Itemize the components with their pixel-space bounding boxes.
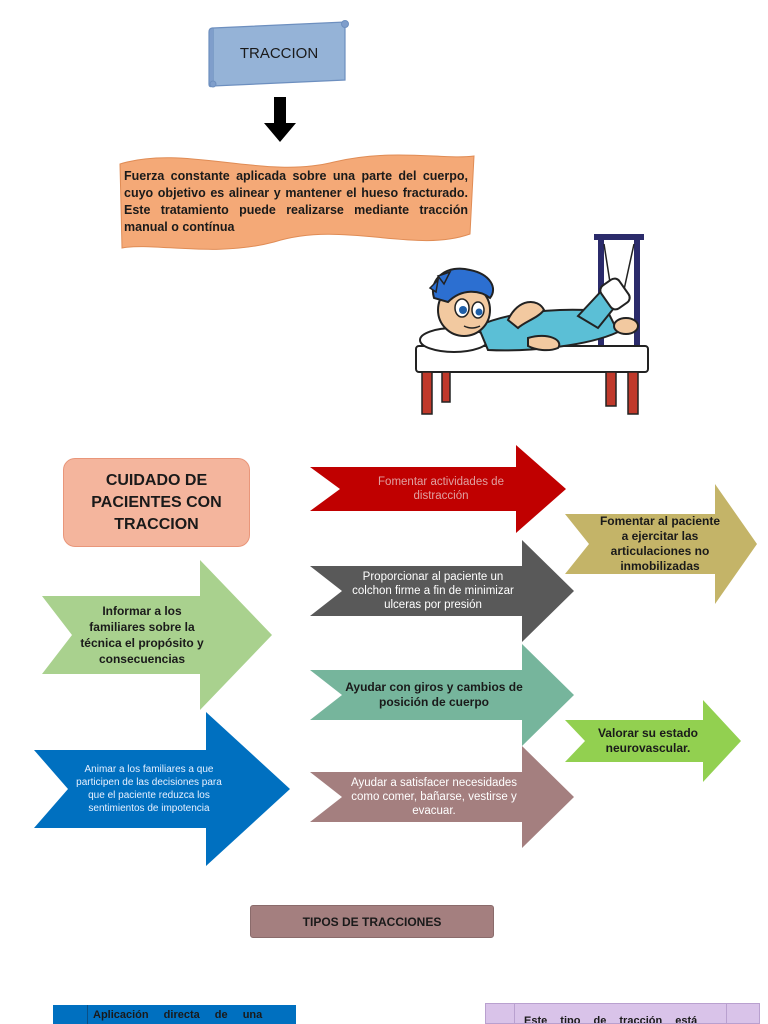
cuidado-line-2: PACIENTES CON <box>91 493 222 511</box>
cuidado-box: CUIDADO DE PACIENTES CON TRACCION <box>63 458 250 547</box>
bottom-right-box: Este tipo de tracción está <box>485 1003 760 1024</box>
arrow-fomentar-articulaciones: Fomentar al paciente a ejercitar las art… <box>565 484 757 604</box>
arrow-ayudar-necesidades-label: Ayudar a satisfacer necesidades como com… <box>351 777 517 817</box>
arrow-informar: Informar a los familiares sobre la técni… <box>42 560 272 710</box>
patient-traction-illustration <box>415 234 649 415</box>
arrow-proporcionar-colchon: Proporcionar al paciente un colchon firm… <box>310 540 574 642</box>
cuidado-line-3: TRACCION <box>114 515 199 533</box>
arrow-ayudar-necesidades: Ayudar a satisfacer necesidades como com… <box>310 746 574 848</box>
arrow-fomentar-articulaciones-label: Fomentar al paciente a ejercitar las art… <box>599 514 721 573</box>
arrow-animar-label: Animar a los familiares a que participen… <box>76 764 222 814</box>
arrow-ayudar-giros: Ayudar con giros y cambios de posición d… <box>310 644 574 746</box>
bottom-left-box: Aplicación directa de una <box>53 1005 296 1024</box>
title-scroll: TRACCION <box>205 18 353 88</box>
down-arrow-icon <box>264 97 296 142</box>
arrow-ayudar-giros-label: Ayudar con giros y cambios de posición d… <box>345 680 523 709</box>
arrow-fomentar-distraccion-label: Fomentar actividades de distracción <box>378 476 504 502</box>
arrow-informar-label: Informar a los familiares sobre la técni… <box>80 604 204 666</box>
arrow-proporcionar-colchon-label: Proporcionar al paciente un colchon firm… <box>352 571 514 611</box>
tipos-tracciones-box: TIPOS DE TRACCIONES <box>250 905 494 938</box>
cuidado-line-1: CUIDADO DE <box>105 471 208 489</box>
definition-text: Fuerza constante aplicada sobre una part… <box>124 169 468 234</box>
arrow-animar: Animar a los familiares a que participen… <box>34 712 290 866</box>
definition-box: Fuerza constante aplicada sobre una part… <box>114 150 478 254</box>
bottom-left-text: Aplicación directa de una <box>93 1009 263 1021</box>
arrow-valorar-label: Valorar su estado neurovascular. <box>597 726 699 755</box>
bottom-right-text: Este tipo de tracción está <box>524 1015 698 1024</box>
page-title: TRACCION <box>239 44 319 62</box>
arrow-valorar: Valorar su estado neurovascular. <box>565 700 741 782</box>
arrow-fomentar-distraccion: Fomentar actividades de distracción <box>310 445 566 533</box>
